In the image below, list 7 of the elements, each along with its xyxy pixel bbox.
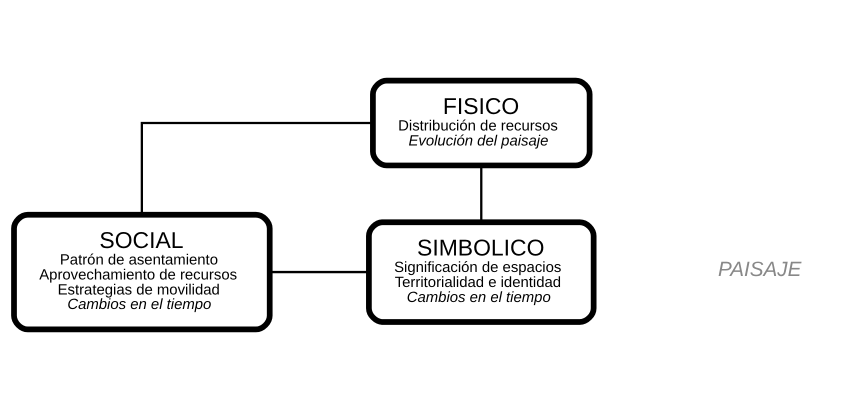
node-box: SIMBOLICO Significación de espacios Territorialidad e identidad Cambios en el tiempo [366,219,597,325]
node-box: SOCIAL Patrón de asentamiento Aprovechamiento de recursos Estrategias de movilidad Cambios en el tiempo [11,212,273,332]
connector [140,122,372,214]
connector [270,270,368,274]
connector [480,166,482,222]
node-box: FISICO Distribución de recursos Evolución del paisaje [370,78,592,168]
label: PAISAJE [718,258,802,281]
